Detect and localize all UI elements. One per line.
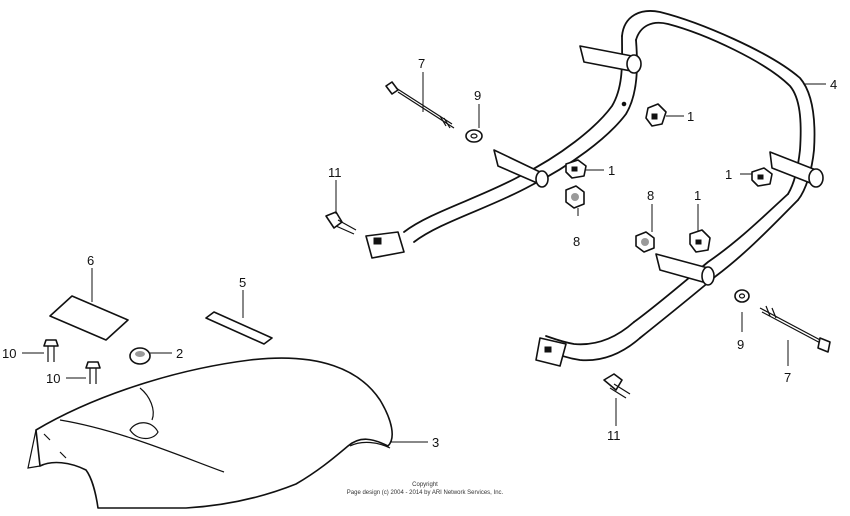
callout-9-lower: 9	[737, 337, 744, 352]
clip-1c	[751, 167, 773, 187]
callout-11-lower: 11	[607, 428, 621, 443]
nut-center	[565, 185, 585, 209]
bolt-upper	[385, 81, 455, 129]
callout-2: 2	[176, 346, 183, 361]
clip-1d	[689, 229, 711, 253]
callout-labels: 1 1 1 1 2 3 4 5 6 7 7 8 8 9 9 10 10 11 1…	[2, 56, 837, 450]
bolt-10-lower	[85, 361, 101, 384]
bolt-11-upper	[325, 211, 357, 235]
callout-1d: 1	[694, 188, 701, 203]
callout-7-upper: 7	[418, 56, 425, 71]
rubber-cap	[129, 347, 151, 365]
washer-upper	[465, 129, 483, 143]
label-plate	[49, 295, 129, 341]
copyright-line2: Page design (c) 2004 - 2014 by ARI Netwo…	[347, 490, 504, 496]
leader-lines	[22, 72, 826, 443]
bumper-bar	[365, 10, 824, 367]
callout-11-upper: 11	[328, 165, 342, 180]
callout-1a: 1	[687, 109, 694, 124]
callout-1c: 1	[725, 167, 732, 182]
callout-4: 4	[830, 77, 837, 92]
nut-right	[635, 231, 655, 253]
copyright-line1: Copyright	[412, 482, 438, 488]
fender	[27, 357, 393, 509]
callout-8-right: 8	[647, 188, 654, 203]
callout-8-center: 8	[573, 234, 580, 249]
clip-1b	[565, 159, 587, 179]
callout-10-lower: 10	[46, 371, 60, 386]
bolt-10-upper	[43, 339, 59, 362]
reflector-strip	[205, 311, 273, 345]
callout-6: 6	[87, 253, 94, 268]
callout-10-upper: 10	[2, 346, 16, 361]
washer-lower	[734, 289, 750, 303]
copyright: Copyright Page design (c) 2004 - 2014 by…	[347, 482, 504, 496]
callout-1b: 1	[608, 163, 615, 178]
callout-9-upper: 9	[474, 88, 481, 103]
callout-5: 5	[239, 275, 246, 290]
clip-1a	[645, 103, 667, 127]
callout-7-lower: 7	[784, 370, 791, 385]
callout-3: 3	[432, 435, 439, 450]
bolt-lower	[759, 305, 831, 353]
bolt-11-lower	[603, 373, 631, 399]
